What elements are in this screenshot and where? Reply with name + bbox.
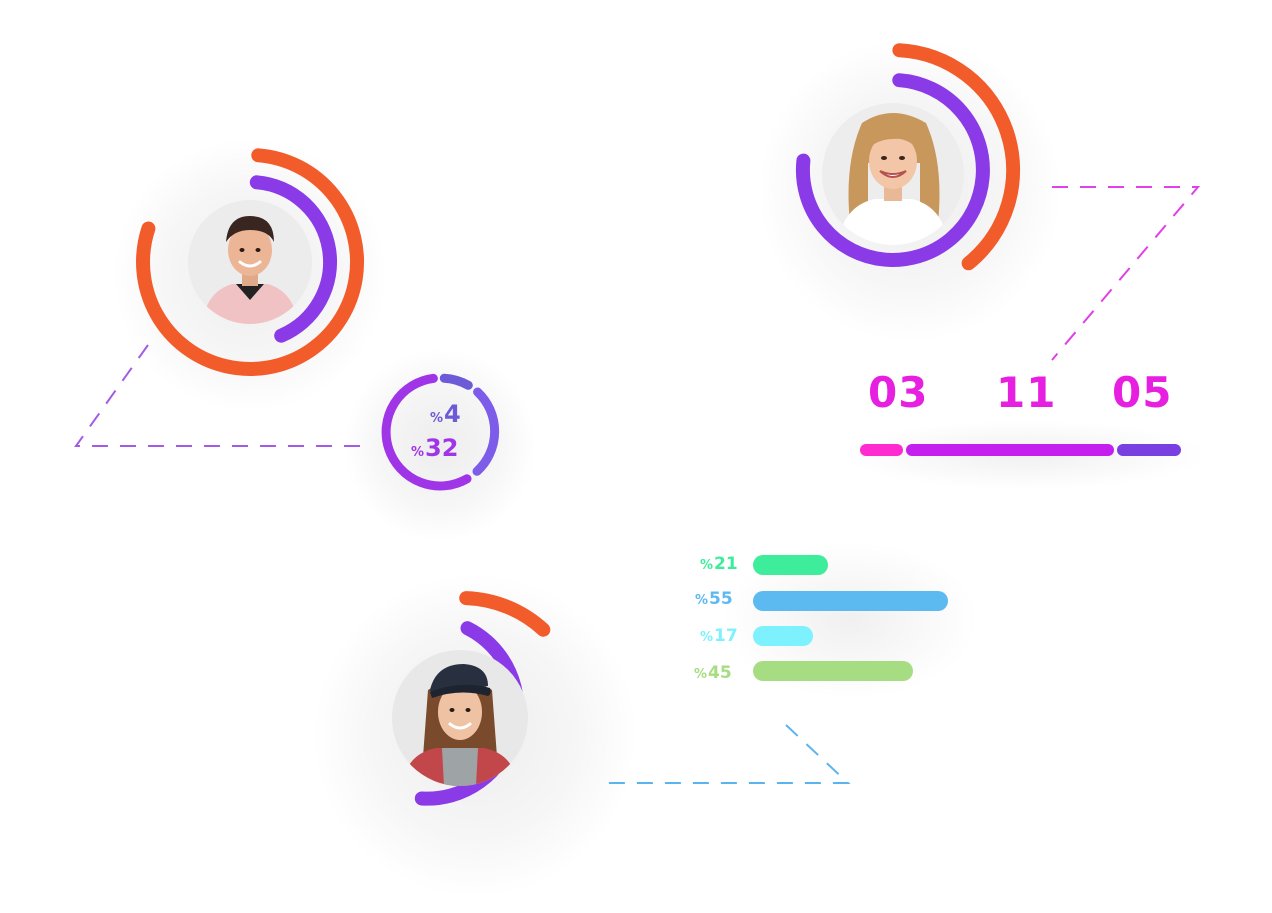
boy-ring-outer [136, 148, 364, 376]
boy-avatar-icon [188, 200, 312, 324]
dashed-connector-left [74, 344, 360, 447]
teen-girl-avatar-icon [392, 650, 528, 786]
donut-value-large: %32 [411, 436, 458, 460]
donut-value: 32 [425, 434, 459, 462]
bar-value: 45 [708, 663, 732, 683]
bar-fill [753, 626, 813, 646]
girl-rings [795, 43, 1021, 271]
bar-fill [753, 555, 828, 575]
bar-label: %21 [700, 556, 738, 573]
percent-symbol: % [700, 630, 714, 645]
donut-segment-indigo [472, 387, 500, 476]
bar-value: 21 [714, 554, 738, 574]
boy-rings [136, 148, 364, 376]
bar-label: %17 [700, 628, 738, 645]
teen-ring-outer [459, 591, 551, 637]
stat-number-third: 05 [1112, 368, 1173, 417]
stat-segment-third [1117, 444, 1181, 456]
donut-value-small: %4 [430, 402, 461, 426]
dashed-connector-bottom [602, 724, 851, 784]
stat-segment-second [906, 444, 1114, 456]
percent-symbol: % [695, 593, 709, 608]
bar-label: %55 [695, 591, 733, 608]
donut-segment-purple [381, 373, 472, 491]
percent-symbol: % [694, 667, 708, 682]
dashed-connector-right [1051, 186, 1201, 361]
bar-value: 17 [714, 626, 738, 646]
bar-label: %45 [694, 665, 732, 682]
stat-number-second: 11 [996, 368, 1057, 417]
bar-fill [753, 591, 948, 611]
percent-symbol: % [700, 558, 714, 573]
donut-shadow [345, 350, 535, 540]
boy-ring-inner [249, 175, 338, 343]
girl-ring-inner [795, 73, 990, 267]
percent-symbol: % [411, 445, 425, 460]
donut-value: 4 [444, 400, 461, 428]
bar-value: 55 [709, 589, 733, 609]
percent-symbol: % [430, 411, 444, 426]
girl-ring-outer [892, 43, 1021, 271]
donut-segment-blue [439, 373, 473, 390]
donut-chart [381, 373, 500, 491]
girl-avatar-icon [822, 103, 964, 245]
stat-number-first: 03 [868, 368, 929, 417]
bar-fill [753, 661, 913, 681]
stat-segment-first [860, 444, 903, 456]
